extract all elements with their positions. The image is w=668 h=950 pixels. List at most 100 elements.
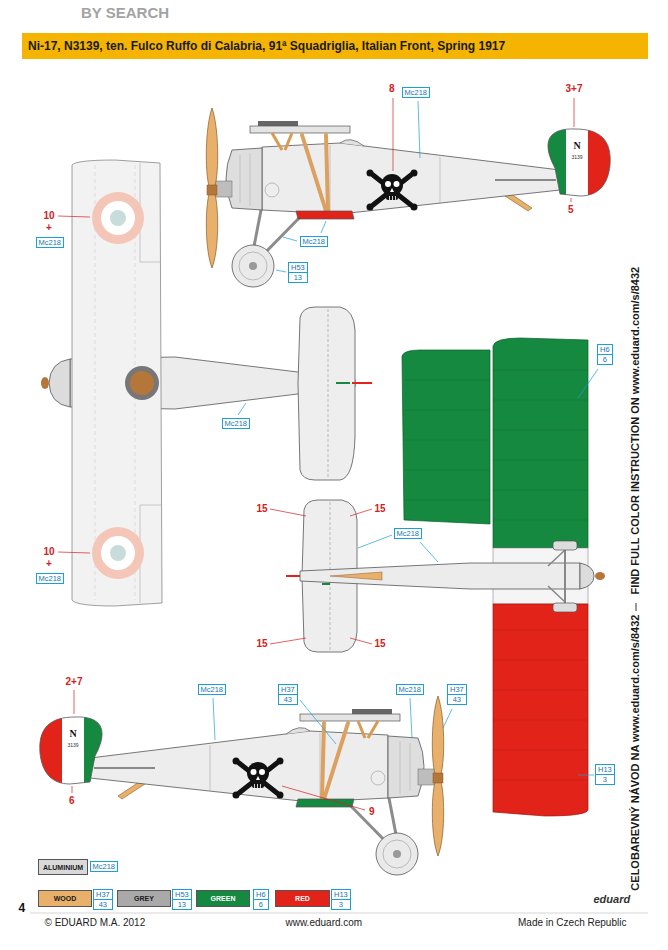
paint-code: H6 bbox=[597, 344, 613, 355]
paint-code-box: Mc218 bbox=[396, 684, 425, 695]
leader-line bbox=[578, 369, 598, 398]
paint-code-box: Mc218 bbox=[90, 861, 119, 872]
leader-line bbox=[321, 221, 326, 233]
paint-code-box: H66 bbox=[253, 889, 269, 910]
leader-line bbox=[283, 237, 297, 241]
side-view-right bbox=[206, 108, 618, 287]
paint-code: Mc218 bbox=[300, 236, 329, 247]
underside-plan-view bbox=[493, 660, 588, 661]
paint-code: 43 bbox=[93, 900, 113, 910]
top-plan-view bbox=[49, 359, 70, 407]
paint-code: H6 bbox=[253, 889, 269, 900]
paint-code: 13 bbox=[172, 900, 192, 910]
callout-number: 9 bbox=[369, 806, 375, 818]
paint-code: 6 bbox=[253, 900, 269, 910]
rudder-serial: N bbox=[70, 728, 77, 740]
underside-plan-view bbox=[493, 460, 588, 461]
paint-code: 3 bbox=[331, 900, 351, 910]
callout-number: 15 bbox=[375, 638, 386, 650]
paint-code: Mc218 bbox=[198, 684, 227, 695]
leader-line bbox=[276, 270, 286, 272]
callout-number: + bbox=[46, 558, 52, 570]
top-plan-view bbox=[101, 536, 135, 570]
instruction-url: CELOBAREVNÝ NÁVOD NA www.eduard.com/s/84… bbox=[629, 614, 642, 890]
footer-text: © EDUARD M.A. 2012 bbox=[45, 917, 146, 929]
paint-code: Mc218 bbox=[222, 418, 251, 429]
top-plan-view bbox=[72, 160, 162, 606]
callout-number: 15 bbox=[375, 503, 386, 515]
paint-code: 43 bbox=[447, 695, 467, 705]
leader-line bbox=[420, 542, 438, 562]
title-bar bbox=[22, 33, 648, 59]
paint-code: H37 bbox=[278, 684, 298, 695]
paint-code: 43 bbox=[278, 695, 298, 705]
callout-number: 5 bbox=[568, 204, 574, 216]
page-number: 4 bbox=[19, 901, 26, 915]
paint-code: H53 bbox=[288, 262, 308, 273]
paint-code-box: Mc218 bbox=[402, 87, 431, 98]
legend-label: GREEN bbox=[211, 895, 236, 902]
underside-plan-view bbox=[493, 520, 588, 521]
legend-label: WOOD bbox=[54, 895, 77, 902]
paint-code: Mc218 bbox=[90, 861, 119, 872]
rudder-serial: 3139 bbox=[68, 742, 79, 748]
top-plan-view bbox=[41, 377, 49, 389]
leader-line bbox=[300, 700, 336, 744]
paint-code: 6 bbox=[597, 355, 613, 365]
rudder-serial: N bbox=[574, 140, 581, 152]
paint-code: Mc218 bbox=[396, 684, 425, 695]
paint-code: 3 bbox=[595, 775, 615, 785]
callout-line bbox=[74, 690, 75, 714]
top-plan-view bbox=[298, 307, 355, 480]
underside-plan-view bbox=[402, 350, 490, 524]
leader-line bbox=[213, 101, 598, 775]
paint-code: H13 bbox=[331, 889, 351, 900]
paint-code: H13 bbox=[595, 764, 615, 775]
top-plan-view bbox=[110, 545, 126, 561]
separator bbox=[30, 603, 648, 913]
paint-code-box: H3743 bbox=[93, 889, 113, 910]
top-plan-view bbox=[336, 382, 350, 384]
leader-line bbox=[410, 698, 412, 738]
underside-plan-view bbox=[493, 690, 588, 691]
underside-plan-view bbox=[548, 586, 565, 602]
paint-code-box: Mc218 bbox=[394, 528, 423, 539]
top-plan-view bbox=[130, 371, 154, 395]
legend-swatch: WOOD bbox=[38, 890, 92, 907]
paint-code: Mc218 bbox=[402, 87, 431, 98]
paint-code-box: Mc218 bbox=[36, 573, 65, 584]
underside-plan-view bbox=[404, 470, 490, 471]
paint-code: H37 bbox=[93, 889, 113, 900]
underside-plan-view bbox=[493, 370, 588, 371]
legend-swatch: GREEN bbox=[196, 890, 250, 907]
brand-logo: eduard bbox=[594, 893, 631, 906]
callout-number: 15 bbox=[257, 638, 268, 650]
paint-code-box: H5313 bbox=[172, 889, 192, 910]
paint-code: Mc218 bbox=[394, 528, 423, 539]
underside-plan-view bbox=[322, 583, 330, 585]
footer-text: www.eduard.com bbox=[286, 917, 363, 929]
paint-code-box: H3743 bbox=[278, 684, 298, 705]
legend-label: RED bbox=[295, 895, 310, 902]
underside-plan-view bbox=[595, 572, 605, 580]
paint-code-box: H66 bbox=[597, 344, 613, 365]
underside-plan-view bbox=[404, 380, 490, 381]
leader-line bbox=[578, 775, 594, 776]
callout-line bbox=[58, 552, 90, 553]
top-plan-view bbox=[110, 210, 126, 226]
paint-code-box: H133 bbox=[595, 764, 615, 785]
callout-line bbox=[393, 98, 394, 171]
paint-code-box: Mc218 bbox=[222, 418, 251, 429]
leader-line bbox=[358, 535, 392, 548]
callout-line bbox=[72, 786, 73, 793]
leader-line bbox=[443, 709, 452, 728]
underside-plan-view bbox=[286, 338, 605, 816]
callout-line bbox=[350, 509, 372, 516]
footer-text: Made in Czech Republic bbox=[518, 917, 626, 929]
callout-number: 2+7 bbox=[66, 676, 83, 688]
underside-plan-view bbox=[493, 720, 588, 721]
legend-label: GREY bbox=[134, 895, 154, 902]
underside-plan-view bbox=[564, 545, 566, 607]
top-plan-view bbox=[92, 527, 144, 579]
underside-plan-view bbox=[493, 780, 588, 781]
